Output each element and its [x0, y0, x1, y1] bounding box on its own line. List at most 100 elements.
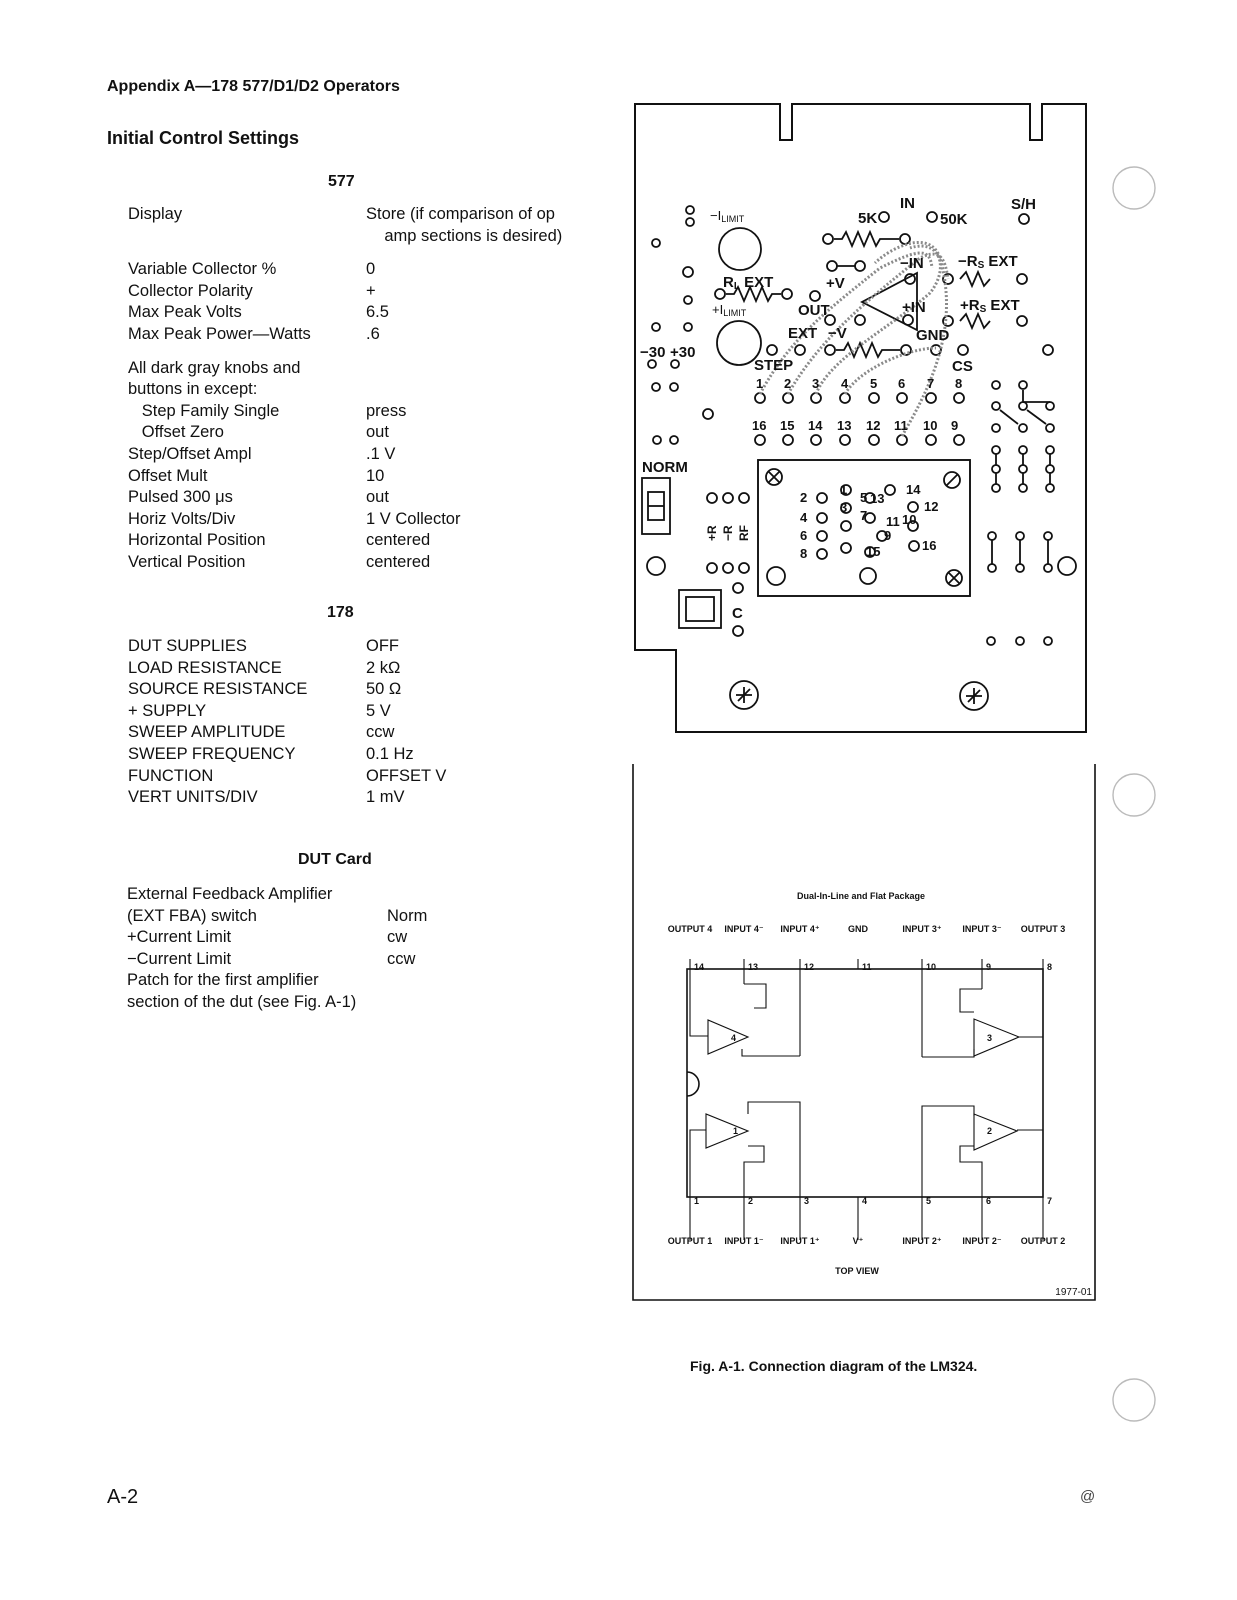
- setting-label: Step Family Single: [128, 401, 280, 420]
- card-pin-number: 10: [923, 418, 937, 433]
- setting-value: ccw: [366, 723, 395, 742]
- setting-label: Step/Offset Ampl: [128, 444, 252, 463]
- card-rl-ext: RL EXT: [723, 274, 773, 292]
- lm324-pin-number: 2: [748, 1196, 753, 1206]
- lm324-pin-number: 5: [926, 1196, 931, 1206]
- card-plus-v-label: +V: [826, 275, 845, 292]
- card-socket-number: 14: [906, 482, 921, 497]
- card-pin-number: 16: [752, 418, 766, 433]
- card-socket-number: 7: [860, 508, 867, 523]
- setting-row: amp sections is desired): [128, 226, 562, 248]
- card-socket-number: 10: [902, 512, 916, 527]
- card-socket-number: 6: [800, 528, 807, 543]
- card-rs-ext-neg: −RS EXT: [958, 253, 1018, 271]
- setting-label: FUNCTION: [128, 766, 214, 785]
- setting-label: External Feedback Amplifier: [127, 885, 333, 903]
- card-pin-number: 7: [927, 376, 934, 391]
- setting-label: LOAD RESISTANCE: [128, 658, 282, 677]
- setting-value: out: [366, 488, 389, 507]
- lm324-pin-label: OUTPUT 4: [668, 924, 713, 934]
- lm324-pin-number: 10: [926, 962, 936, 972]
- setting-value: ccw: [387, 949, 416, 968]
- card-socket-number: 5: [860, 490, 867, 505]
- card-pin-number: 1: [756, 376, 763, 391]
- setting-value: cw: [387, 928, 408, 947]
- setting-label: section of the dut (see Fig. A-1): [127, 992, 357, 1011]
- setting-row: Max Peak Power—Watts.6: [128, 324, 562, 346]
- page-heading: Initial Control Settings: [107, 128, 299, 148]
- setting-value: centered: [366, 552, 431, 571]
- lm324-pin-label: INPUT 4⁻: [724, 924, 764, 934]
- setting-value: centered: [366, 531, 431, 550]
- setting-label: SWEEP AMPLITUDE: [128, 723, 286, 742]
- setting-value: .1 V: [366, 444, 396, 463]
- card-socket-number: 11: [886, 514, 900, 529]
- setting-value: out: [366, 423, 389, 442]
- card-out-label: OUT: [798, 302, 830, 319]
- lm324-pin-number: 4: [862, 1196, 867, 1206]
- lm324-pin-label: INPUT 2⁻: [962, 1236, 1002, 1246]
- card-socket-number: 8: [800, 546, 807, 561]
- setting-row: FUNCTION OFFSET V: [128, 766, 446, 788]
- setting-label: + SUPPLY: [128, 701, 207, 720]
- card-plus-in-label: +IN: [902, 299, 926, 316]
- lm324-amp-1: 1: [733, 1126, 738, 1136]
- page-number: A-2: [107, 1486, 139, 1508]
- card-rf-label: RF: [737, 525, 751, 541]
- card-sh-label: S/H: [1011, 196, 1036, 213]
- card-pin-number: 3: [812, 376, 819, 391]
- card-pin-number: 8: [955, 376, 962, 391]
- lm324-pin-label: INPUT 1⁺: [780, 1236, 820, 1246]
- setting-label: Display: [128, 205, 183, 223]
- setting-value: 1 V Collector: [366, 509, 461, 528]
- card-socket-number: 4: [800, 510, 808, 525]
- lm324-amp-2: 2: [987, 1126, 992, 1136]
- card-ext-label: EXT: [788, 325, 817, 342]
- setting-value: Norm: [387, 906, 428, 925]
- lm324-title: Dual-In-Line and Flat Package: [797, 891, 925, 901]
- lm324-pin-number: 13: [748, 962, 758, 972]
- card-minus-v-label: −V: [828, 325, 847, 342]
- setting-row: Variable Collector %0: [128, 259, 562, 281]
- setting-label: All dark gray knobs and: [128, 358, 301, 377]
- card-ilimit-neg: −ILIMIT: [710, 208, 745, 224]
- card-m30-label: −30: [640, 344, 665, 361]
- card-rs-ext-pos: +RS EXT: [960, 297, 1020, 315]
- lm324-connection-diagram: Dual-In-Line and Flat Package OUTPUT 4 IN…: [632, 764, 1096, 1301]
- card-socket-number: 13: [870, 491, 884, 506]
- setting-label: (EXT FBA) switch: [127, 906, 257, 925]
- card-socket-number: 2: [800, 490, 807, 505]
- setting-value: +: [366, 281, 376, 300]
- setting-value: press: [366, 401, 407, 420]
- setting-row: Step Family Single press: [128, 401, 562, 423]
- corner-mark: @: [1080, 1488, 1096, 1505]
- card-pin-number: 2: [784, 376, 791, 391]
- card-pin-number: 5: [870, 376, 877, 391]
- lm324-pin-label: OUTPUT 2: [1021, 1236, 1066, 1246]
- lm324-pin-number: 3: [804, 1196, 809, 1206]
- dut-card-diagram: IN S/H 5K 50K −IN +V +IN OUT EXT −V GND …: [634, 103, 1087, 733]
- setting-value: OFFSET V: [366, 766, 447, 785]
- lm324-pin-number: 12: [804, 962, 814, 972]
- setting-label: Offset Mult: [128, 466, 208, 485]
- lm324-figure-id: 1977-01: [1055, 1287, 1092, 1298]
- setting-label: Variable Collector %: [128, 260, 277, 279]
